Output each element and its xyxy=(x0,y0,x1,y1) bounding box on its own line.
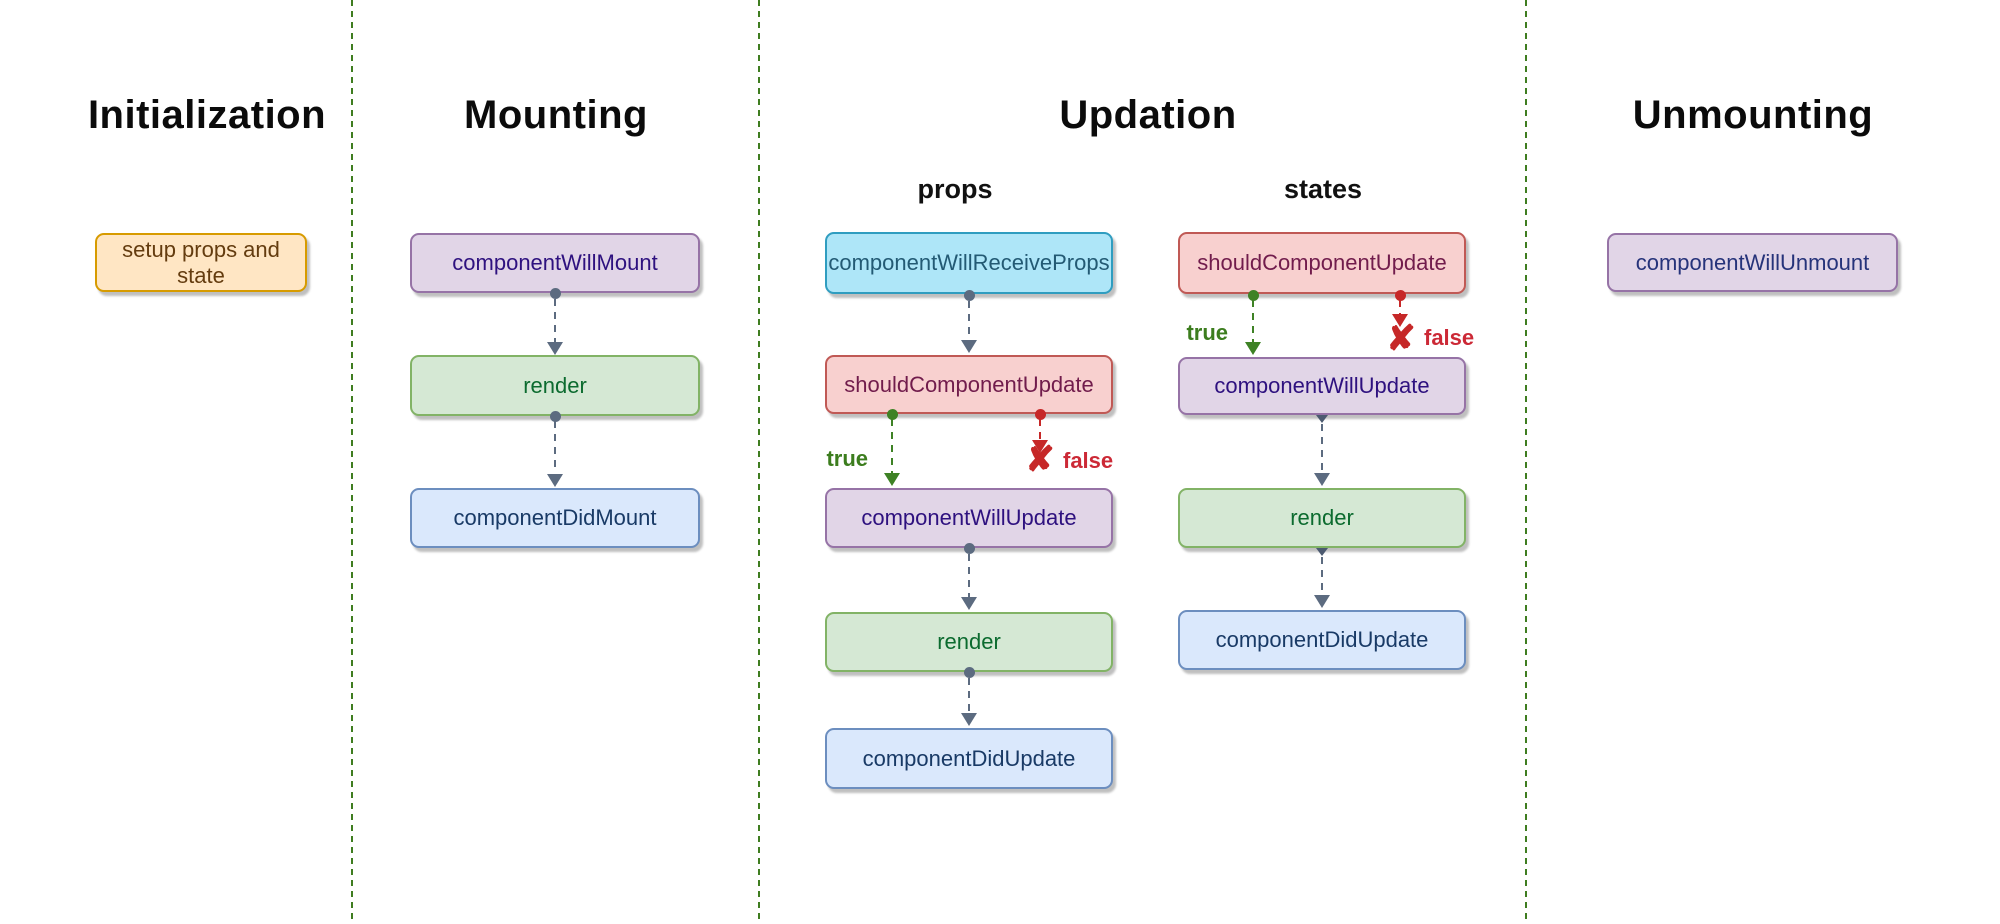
node-render-states: render xyxy=(1178,488,1466,548)
connector-dot xyxy=(964,290,975,301)
false-x-icon: ✘ xyxy=(1025,440,1055,479)
separator-line-3 xyxy=(1525,0,1527,924)
true-branch-dot xyxy=(1248,290,1259,301)
node-componentwillmount: componentWillMount xyxy=(410,233,700,293)
connector-dot xyxy=(550,288,561,299)
true-label-states: true xyxy=(1186,320,1228,345)
true-arrowhead-icon xyxy=(884,473,900,486)
connector-dot xyxy=(964,667,975,678)
true-arrowhead-icon xyxy=(1245,342,1261,355)
subcolumn-title-props: props xyxy=(917,174,993,204)
arrowhead-down-icon xyxy=(1314,595,1330,608)
arrowhead-down-icon xyxy=(547,474,563,487)
connector-line xyxy=(1321,557,1323,595)
true-label-props: true xyxy=(826,446,868,471)
false-arrowhead-icon xyxy=(1392,314,1408,327)
true-branch-line xyxy=(891,419,893,473)
node-componentdidupdate-props: componentDidUpdate xyxy=(825,728,1113,789)
true-branch-dot xyxy=(887,409,898,420)
connector-line xyxy=(554,421,556,473)
node-componentwillunmount: componentWillUnmount xyxy=(1607,233,1898,292)
false-label-states: false xyxy=(1424,325,1475,350)
separator-line-1 xyxy=(351,0,353,924)
node-componentdidmount: componentDidMount xyxy=(410,488,700,548)
arrowhead-down-icon xyxy=(1314,473,1330,486)
arrowhead-down-icon xyxy=(961,597,977,610)
node-componentdidupdate-states: componentDidUpdate xyxy=(1178,610,1466,670)
arrowhead-down-icon xyxy=(961,713,977,726)
arrowhead-down-icon xyxy=(547,342,563,355)
node-render-props: render xyxy=(825,612,1113,672)
node-componentwillupdate-props: componentWillUpdate xyxy=(825,488,1113,548)
connector-start-triangle-icon xyxy=(1316,415,1328,423)
connector-start-triangle-icon xyxy=(1316,548,1328,556)
subcolumn-title-states: states xyxy=(1283,174,1363,204)
false-branch-dot xyxy=(1035,409,1046,420)
phase-title-initialization: Initialization xyxy=(87,93,327,137)
node-shouldcomponentupdate-props: shouldComponentUpdate xyxy=(825,355,1113,414)
separator-line-2 xyxy=(758,0,760,924)
false-branch-dot xyxy=(1395,290,1406,301)
arrowhead-down-icon xyxy=(961,340,977,353)
connector-line xyxy=(968,554,970,597)
node-componentwillupdate-states: componentWillUpdate xyxy=(1178,357,1466,415)
node-render-mounting: render xyxy=(410,355,700,416)
true-branch-line xyxy=(1252,300,1254,342)
phase-title-unmounting: Unmounting xyxy=(1632,93,1874,137)
node-shouldcomponentupdate-states: shouldComponentUpdate xyxy=(1178,232,1466,294)
connector-dot xyxy=(550,411,561,422)
connector-dot xyxy=(964,543,975,554)
false-branch-line xyxy=(1399,300,1401,314)
connector-line xyxy=(968,301,970,340)
phase-title-mounting: Mounting xyxy=(464,93,648,137)
false-branch-line xyxy=(1039,419,1041,440)
node-componentwillreceiveprops: componentWillReceiveProps xyxy=(825,232,1113,294)
false-label-props: false xyxy=(1063,448,1114,473)
connector-line xyxy=(968,678,970,713)
connector-line xyxy=(1321,424,1323,472)
node-setup-props-and-state: setup props and state xyxy=(95,233,307,292)
false-arrowhead-icon xyxy=(1032,440,1048,453)
false-x-icon: ✘ xyxy=(1386,319,1416,358)
connector-line xyxy=(554,299,556,342)
phase-title-updation: Updation xyxy=(1059,93,1237,137)
